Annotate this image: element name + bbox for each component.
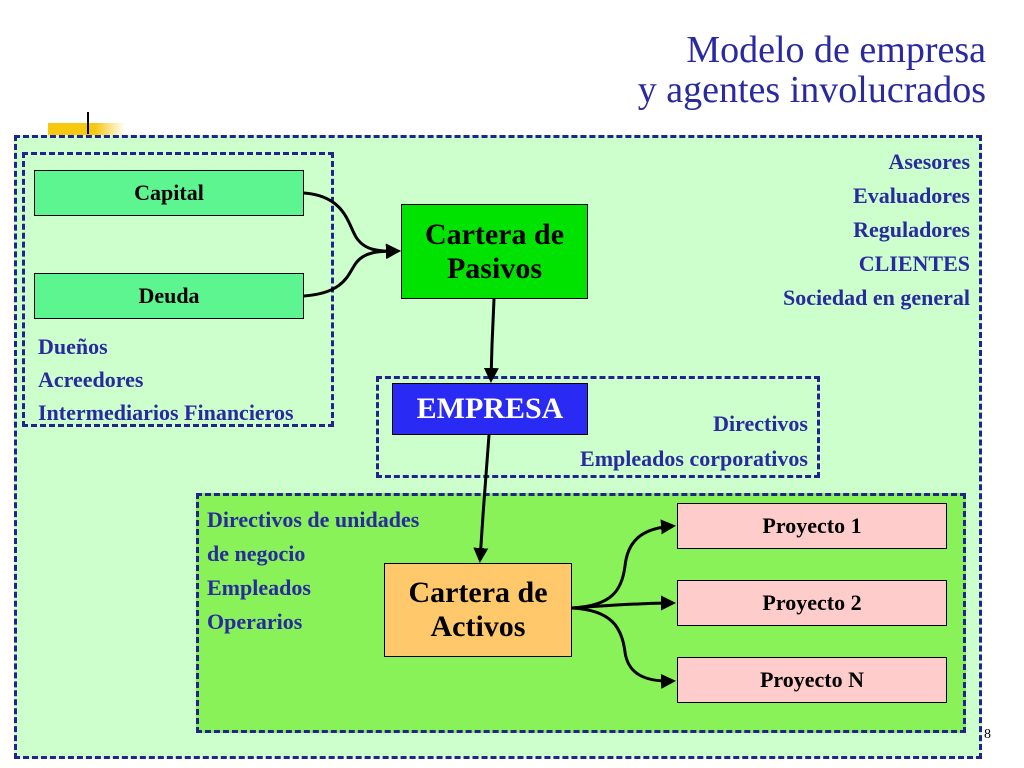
owner-label: Dueños: [38, 334, 108, 359]
page-number: 8: [984, 727, 991, 742]
capital-box: Capital: [34, 170, 304, 216]
proyecto-1-label: Proyecto 1: [762, 513, 862, 538]
deuda-box: Deuda: [34, 273, 304, 319]
title-accent-tick: [87, 112, 89, 134]
title-line-1: Modelo de empresa: [686, 29, 986, 71]
owner-label: Acreedores: [38, 367, 144, 392]
deuda-label: Deuda: [138, 283, 200, 308]
proyecto-2-label: Proyecto 2: [762, 590, 862, 615]
capital-label: Capital: [134, 180, 204, 205]
owner-label: Intermediarios Financieros: [38, 400, 294, 425]
title-accent-fade: [95, 123, 125, 135]
pasivos-label-line-2: Pasivos: [446, 251, 542, 285]
cartera-activos-box: Cartera de Activos: [384, 563, 572, 657]
pasivos-label-line-1: Cartera de: [424, 217, 565, 251]
business-agent-label: Directivos de unidades: [207, 507, 420, 532]
proyecto-1-box: Proyecto 1: [677, 503, 947, 549]
external-agent-label: CLIENTES: [858, 251, 970, 276]
pasivos-to-empresa-arrow: [483, 298, 499, 383]
activos-to-proyecto-n-arrow: [571, 606, 676, 689]
business-agent-label: Empleados: [207, 575, 311, 600]
business-agent-label: Operarios: [207, 609, 303, 634]
deuda-to-pasivos-arrow: [303, 243, 401, 298]
corporate-region: [376, 376, 820, 478]
external-agent-label: Reguladores: [853, 217, 970, 242]
business-agents-list: Directivos de unidades de negocio Emplea…: [207, 503, 419, 639]
activos-to-proyecto-2-arrow: [571, 595, 676, 611]
empresa-label: EMPRESA: [416, 392, 564, 425]
corporate-agent-label: Directivos: [713, 411, 808, 436]
empresa-box: EMPRESA: [392, 383, 588, 435]
owners-list: Dueños Acreedores Intermediarios Financi…: [38, 330, 294, 429]
activos-to-proyecto-1-arrow: [571, 519, 676, 610]
activos-label-line-2: Activos: [430, 610, 526, 643]
proyecto-n-label: Proyecto N: [759, 667, 865, 692]
external-agents-list: Asesores Evaluadores Reguladores CLIENTE…: [783, 145, 970, 315]
business-agent-label: de negocio: [207, 541, 306, 566]
external-agent-label: Sociedad en general: [783, 285, 970, 310]
capital-to-pasivos-arrow: [303, 191, 401, 260]
proyecto-n-box: Proyecto N: [677, 657, 947, 703]
slide-title: Modelo de empresa y agentes involucrados: [638, 30, 986, 110]
activos-label-line-1: Cartera de: [408, 576, 548, 609]
external-agent-label: Asesores: [888, 149, 970, 174]
corporate-agents-list: Directivos Empleados corporativos: [580, 406, 808, 476]
cartera-pasivos-box: Cartera de Pasivos: [401, 204, 588, 299]
corporate-agent-label: Empleados corporativos: [580, 446, 808, 471]
proyecto-2-box: Proyecto 2: [677, 580, 947, 626]
empresa-to-activos-arrow: [473, 434, 491, 563]
title-line-2: y agentes involucrados: [637, 69, 986, 111]
external-agent-label: Evaluadores: [853, 183, 970, 208]
